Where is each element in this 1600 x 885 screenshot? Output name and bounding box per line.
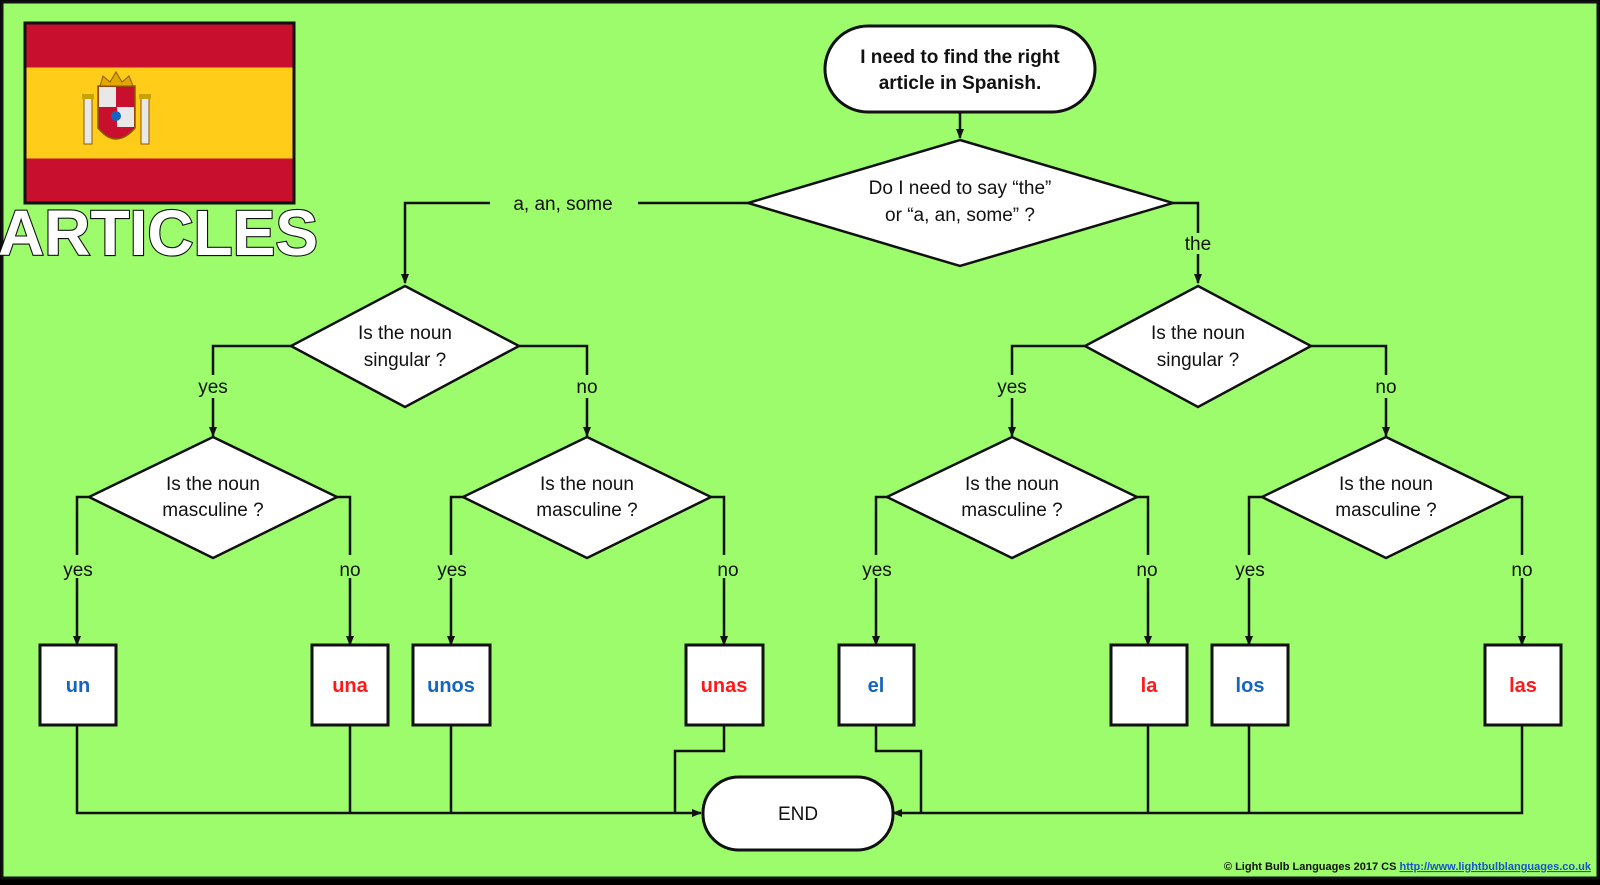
decision-masculine-def-singular: Is the noun masculine ? [884,435,1140,560]
decision-masculine-def-plural: Is the noun masculine ? [1259,435,1513,560]
spain-flag-icon [23,21,296,205]
footer-credit: © Light Bulb Languages 2017 CS http://ww… [1224,861,1592,873]
coat-of-arms-icon [82,71,151,145]
edge-label-no: no [576,377,597,398]
start-line-2: article in Spanish. [879,73,1042,94]
singular-question-line-1: Is the noun [358,323,452,344]
edge-label-no: no [1136,560,1157,581]
poster-title: ARTICLES [0,197,318,269]
answer-el: el [837,643,916,727]
end-node: END [701,775,895,852]
answer-la: la [1109,643,1189,727]
answer-las: las [1483,643,1563,727]
edge-label-no: no [339,560,360,581]
copyright-text: © Light Bulb Languages 2017 CS [1224,861,1397,873]
edge-label-yes: yes [63,560,93,581]
answer-text: un [66,675,90,697]
answer-text: el [868,675,885,697]
branch-label-indefinite: a, an, some [513,194,612,215]
edge-label-no: no [1375,377,1396,398]
edge-label-no: no [717,560,738,581]
root-question-line-1: Do I need to say “the” [869,178,1052,199]
answer-los: los [1210,643,1290,727]
website-link[interactable]: http://www.lightbulblanguages.co.uk [1400,861,1592,873]
start-node: I need to find the right article in Span… [823,24,1097,114]
masculine-question-line-2: masculine ? [536,500,637,521]
end-label: END [778,804,818,825]
masculine-question-line-2: masculine ? [162,500,263,521]
answer-una: una [310,643,390,727]
masculine-question-line-1: Is the noun [166,474,260,495]
masculine-question-line-1: Is the noun [540,474,634,495]
root-question-line-2: or “a, an, some” ? [885,205,1035,226]
masculine-question-line-2: masculine ? [1335,500,1436,521]
singular-question-line-2: singular ? [364,350,446,371]
answer-un: un [38,643,118,727]
decision-masculine-indef-singular: Is the noun masculine ? [86,435,340,560]
connectors [73,113,1526,817]
singular-question-line-1: Is the noun [1151,323,1245,344]
decision-masculine-indef-plural: Is the noun masculine ? [460,435,714,560]
decision-singular-definite: Is the noun singular ? [1082,284,1314,409]
branch-label-definite: the [1185,234,1211,255]
root-decision: Do I need to say “the” or “a, an, some” … [743,138,1178,268]
masculine-question-line-2: masculine ? [961,500,1062,521]
decision-singular-indefinite: Is the noun singular ? [288,284,522,409]
answer-unas: unas [684,643,765,727]
answer-text: unas [701,675,748,697]
answer-text: las [1509,675,1537,697]
answer-text: la [1141,675,1159,697]
answer-text: los [1236,675,1265,697]
edge-label-yes: yes [198,377,228,398]
masculine-question-line-1: Is the noun [965,474,1059,495]
edge-label-yes: yes [1235,560,1265,581]
edge-label-yes: yes [862,560,892,581]
answer-text: una [332,675,368,697]
edge-label-yes: yes [437,560,467,581]
answer-unos: unos [411,643,492,727]
edge-label-yes: yes [997,377,1027,398]
answer-text: unos [427,675,475,697]
masculine-question-line-1: Is the noun [1339,474,1433,495]
start-line-1: I need to find the right [860,47,1060,68]
singular-question-line-2: singular ? [1157,350,1239,371]
edge-label-no: no [1511,560,1532,581]
